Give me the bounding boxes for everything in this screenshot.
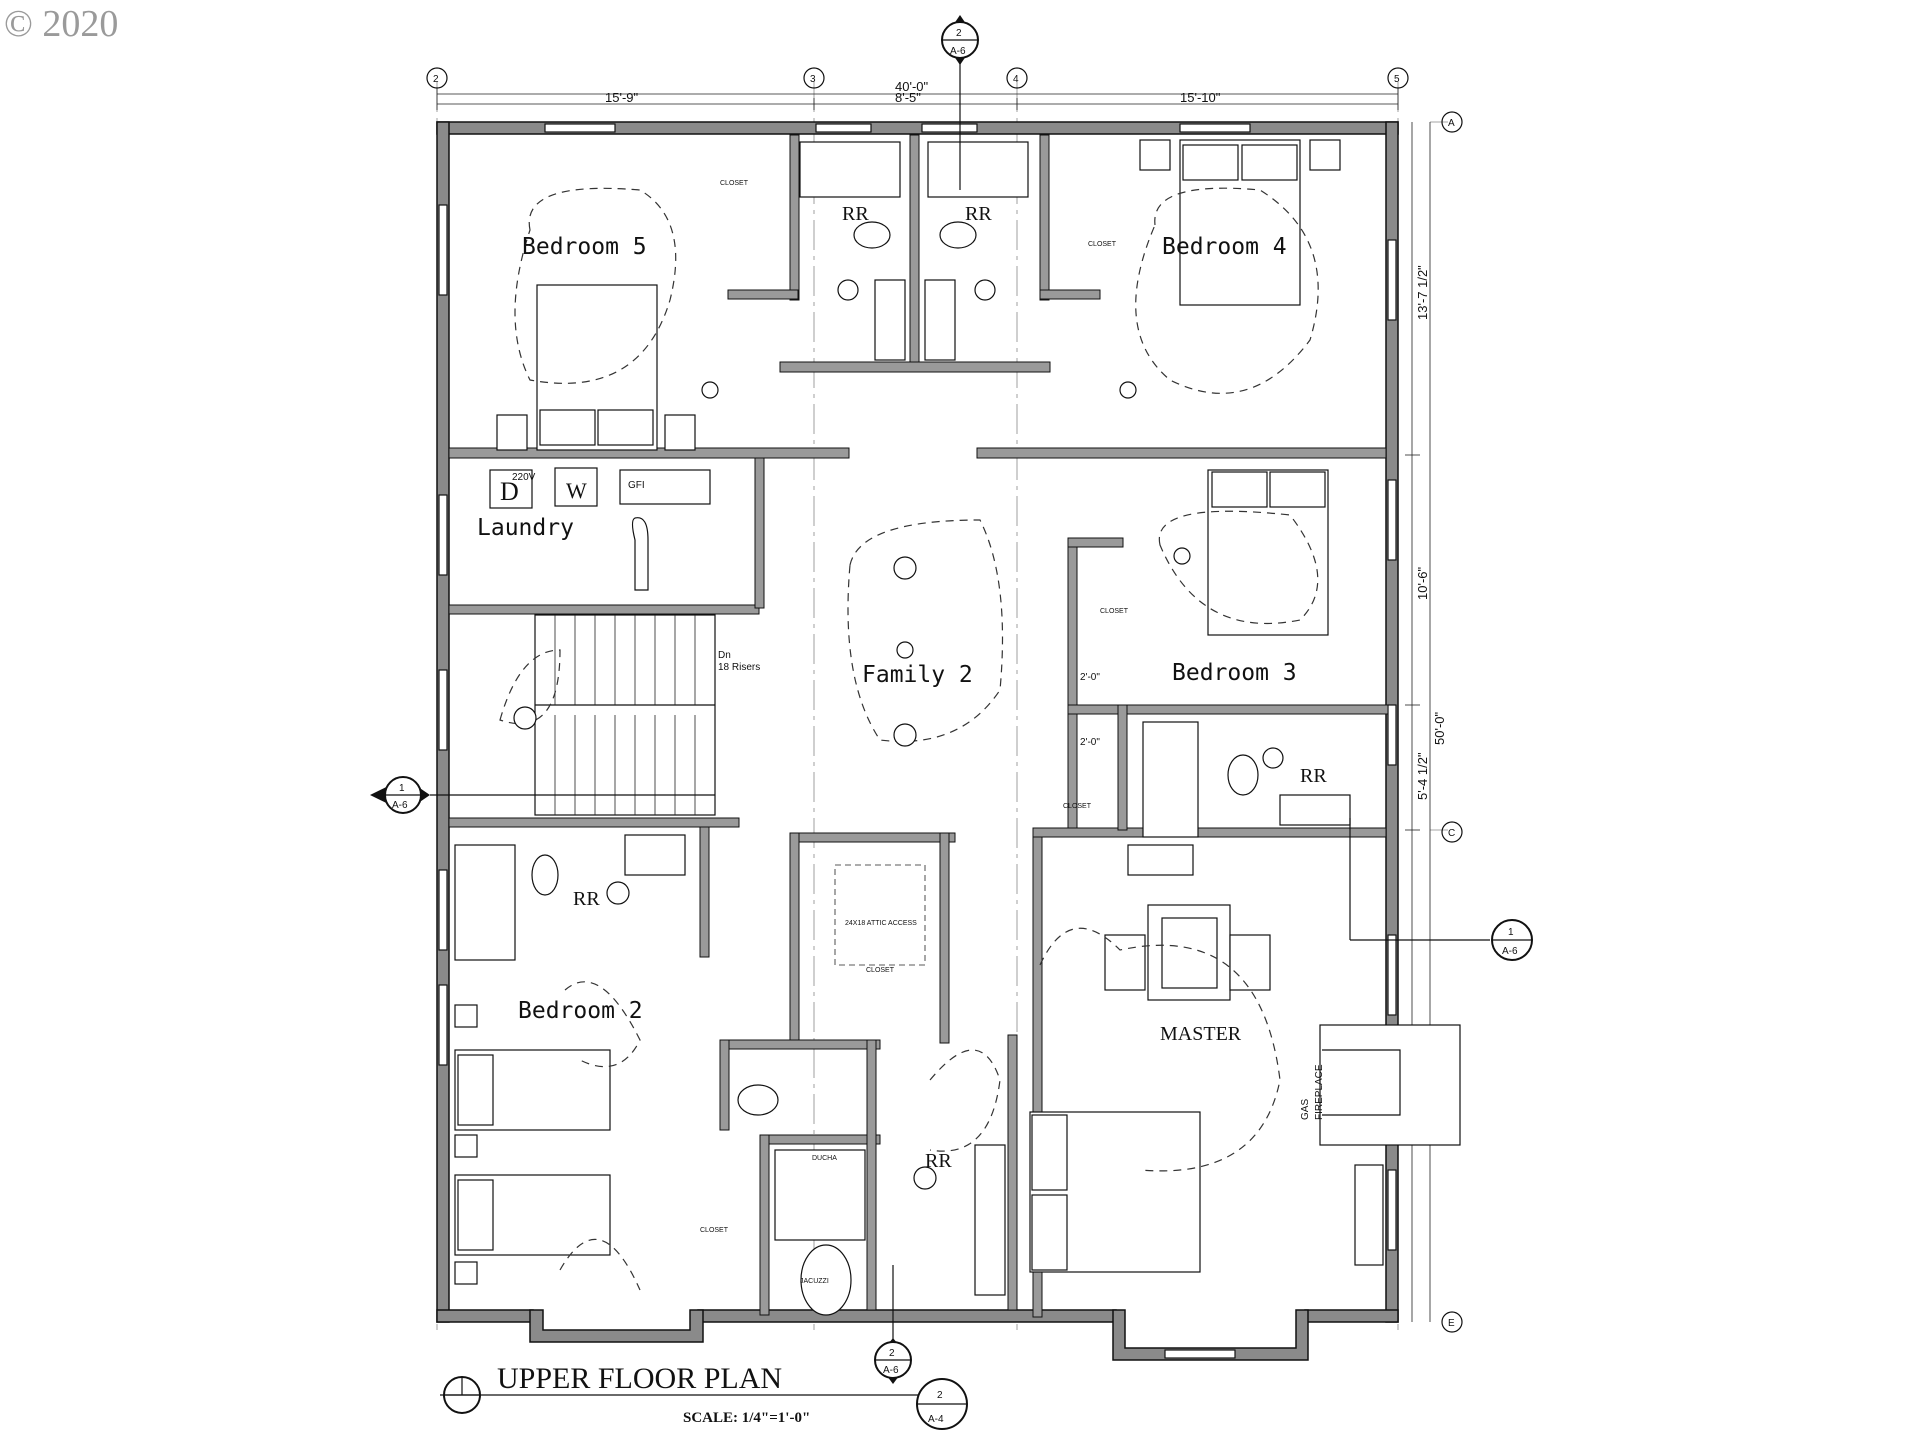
laundry-appliances: D W 220V GFI bbox=[489, 467, 711, 591]
svg-text:2: 2 bbox=[956, 28, 962, 39]
svg-text:A-6: A-6 bbox=[1502, 946, 1518, 957]
label-two-ft-2: 2'-0" bbox=[1080, 737, 1100, 748]
bed-bedroom3 bbox=[1207, 469, 1329, 636]
room-bedroom4: Bedroom 4 bbox=[1162, 234, 1287, 260]
interior-walls bbox=[448, 134, 1389, 1318]
section-tag-right: 1 A-6 bbox=[1349, 818, 1533, 961]
label-ducha: DUCHA bbox=[812, 1155, 837, 1162]
svg-text:A-6: A-6 bbox=[950, 46, 966, 57]
attic-label: 24X18 ATTIC ACCESS bbox=[845, 920, 917, 927]
bed-master bbox=[1029, 1111, 1201, 1273]
bed-bedroom4 bbox=[1139, 139, 1341, 306]
svg-text:2: 2 bbox=[889, 1348, 895, 1359]
grid-marker-4: 4 bbox=[1006, 67, 1028, 89]
bath-fixtures bbox=[454, 141, 1351, 1316]
room-bedroom5: Bedroom 5 bbox=[522, 234, 647, 260]
label-jacuzzi: JACUZZI bbox=[800, 1278, 829, 1285]
svg-text:3: 3 bbox=[810, 74, 816, 85]
grid-marker-C: C bbox=[1441, 821, 1463, 843]
dim-overall: 40'-0" bbox=[895, 79, 929, 94]
label-closet-b4: CLOSET bbox=[1088, 241, 1117, 248]
label-closet-attic: CLOSET bbox=[866, 967, 895, 974]
svg-text:2: 2 bbox=[937, 1390, 943, 1401]
dim-right-low: 5'-4 1/2" bbox=[1415, 752, 1430, 800]
dim-seg-right: 15'-10" bbox=[1180, 90, 1221, 105]
room-rr3: RR bbox=[1300, 765, 1327, 787]
svg-text:C: C bbox=[1448, 828, 1455, 839]
stairs: Dn 18 Risers bbox=[534, 614, 760, 816]
plan-title: UPPER FLOOR PLAN bbox=[497, 1362, 782, 1395]
stairs-dn: Dn bbox=[718, 650, 731, 661]
gas-label: GAS bbox=[1300, 1099, 1311, 1120]
plan-scale: SCALE: 1/4"=1'-0" bbox=[683, 1410, 810, 1426]
label-closet-hall: CLOSET bbox=[1063, 803, 1092, 810]
laundry-220v: 220V bbox=[512, 472, 536, 483]
svg-text:A-6: A-6 bbox=[883, 1365, 899, 1376]
svg-text:1: 1 bbox=[1508, 927, 1514, 938]
svg-text:E: E bbox=[1448, 1318, 1455, 1329]
dryer-label: D bbox=[500, 477, 519, 506]
label-two-ft-1: 2'-0" bbox=[1080, 672, 1100, 683]
svg-text:2: 2 bbox=[433, 74, 439, 85]
stairs-risers: 18 Risers bbox=[718, 662, 760, 673]
svg-text:A: A bbox=[1448, 118, 1455, 129]
label-closet-b3: CLOSET bbox=[1100, 608, 1129, 615]
svg-text:4: 4 bbox=[1013, 74, 1019, 85]
label-closet-b2: CLOSET bbox=[700, 1227, 729, 1234]
section-tag-bottom: 2 A-6 bbox=[874, 1265, 912, 1384]
svg-text:5: 5 bbox=[1394, 74, 1400, 85]
grid-marker-3: 3 bbox=[803, 67, 825, 89]
svg-text:A-6: A-6 bbox=[392, 800, 408, 811]
gas-fireplace: GAS FIREPLACE bbox=[1300, 1024, 1461, 1266]
fireplace-label: FIREPLACE bbox=[1314, 1064, 1325, 1120]
label-closet-b5: CLOSET bbox=[720, 180, 749, 187]
washer-label: W bbox=[566, 478, 587, 503]
room-family: Family 2 bbox=[862, 662, 973, 688]
room-bedroom3: Bedroom 3 bbox=[1172, 660, 1297, 686]
room-bedroom2: Bedroom 2 bbox=[518, 998, 643, 1024]
laundry-gfi: GFI bbox=[628, 480, 645, 491]
svg-text:A-4: A-4 bbox=[928, 1414, 944, 1425]
dim-right-top: 13'-7 1/2" bbox=[1415, 265, 1430, 320]
section-tag-top: 2 A-6 bbox=[941, 15, 979, 190]
room-rr1: RR bbox=[842, 203, 869, 225]
title-block: UPPER FLOOR PLAN SCALE: 1/4"=1'-0" 2 A-4 bbox=[440, 1362, 968, 1430]
master-furniture bbox=[1104, 844, 1271, 1001]
room-master: MASTER bbox=[1160, 1023, 1242, 1045]
beds-bedroom2 bbox=[454, 1004, 611, 1285]
dim-seg-left: 15'-9" bbox=[605, 90, 639, 105]
dim-seg-mid: 8'-5" bbox=[895, 90, 921, 105]
room-laundry: Laundry bbox=[477, 515, 574, 541]
top-dimensions: 40'-0" 15'-9" 8'-5" 15'-10" bbox=[436, 79, 1399, 110]
svg-text:1: 1 bbox=[399, 783, 405, 794]
copyright-text: © 2020 bbox=[4, 3, 118, 45]
room-rr4: RR bbox=[573, 888, 600, 910]
ceiling-fixtures bbox=[513, 279, 1284, 1190]
dim-right-total: 50'-0" bbox=[1432, 711, 1447, 745]
room-rr2: RR bbox=[965, 203, 992, 225]
room-rr5: RR bbox=[925, 1150, 952, 1172]
grid-marker-A: A bbox=[1441, 111, 1463, 133]
attic-access: 24X18 ATTIC ACCESS bbox=[834, 864, 926, 966]
dim-right-mid: 10'-6" bbox=[1415, 566, 1430, 600]
bed-bedroom5 bbox=[496, 284, 696, 451]
grid-marker-E: E bbox=[1441, 1311, 1463, 1333]
section-tag-left: 1 A-6 bbox=[370, 776, 715, 814]
exterior-walls bbox=[436, 121, 1399, 1361]
